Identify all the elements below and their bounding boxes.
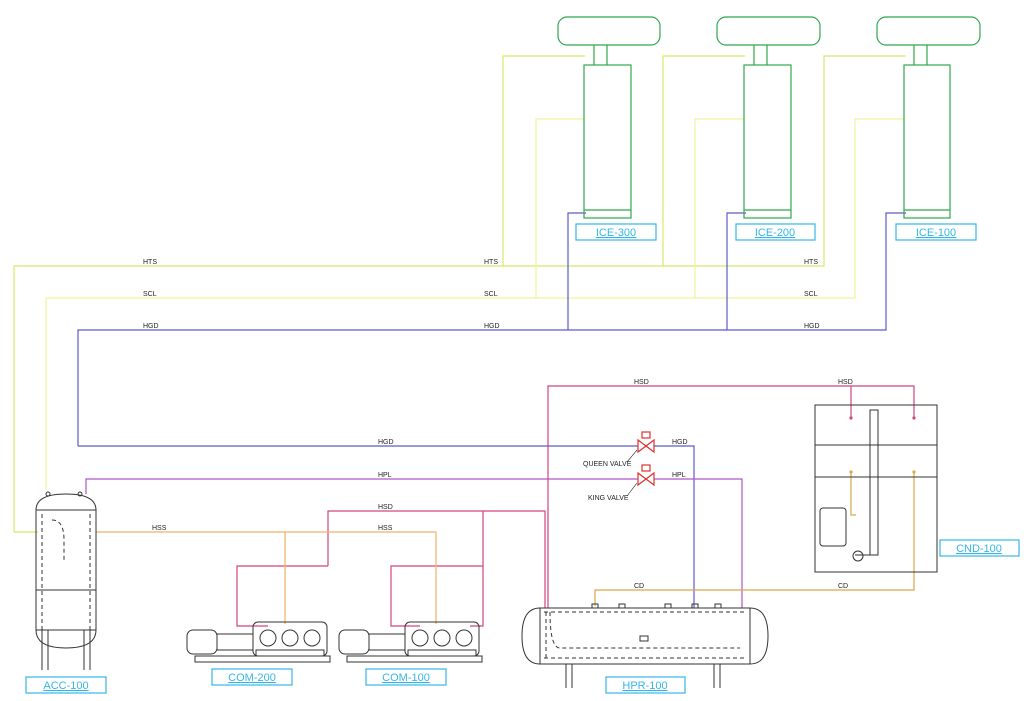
tag-ice-200-text: ICE-200 (755, 227, 795, 239)
pipe-network (13, 55, 915, 627)
pipe-hgd-branch-300 (567, 212, 586, 330)
hts-label: HTS (484, 259, 498, 266)
equipment-tags: ICE-300 ICE-200 ICE-100 ACC-100 COM-200 … (25, 223, 1020, 694)
king-valve[interactable] (626, 464, 655, 497)
ice-100-unit (876, 16, 981, 219)
pipe-cd-cnd (850, 472, 856, 516)
ice-200-column (743, 64, 792, 219)
ice-300-tank (557, 16, 661, 46)
tag-acc-100[interactable]: ACC-100 (25, 676, 107, 694)
tag-ice-100-text: ICE-100 (916, 227, 956, 239)
tag-ice-300-text: ICE-300 (596, 227, 636, 239)
pipe-cd (594, 472, 915, 606)
hgd-label: HGD (672, 439, 688, 446)
pipe-scl (45, 118, 904, 490)
hgd-label: HGD (484, 323, 500, 330)
pipe-hsd-top (547, 385, 915, 608)
cd-label: CD (634, 583, 644, 590)
hpr-100-receiver (521, 603, 769, 688)
hpl-label: HPL (378, 472, 392, 479)
scl-label: SCL (804, 291, 818, 298)
ice-100-column (903, 64, 951, 219)
hgd-label: HGD (143, 323, 159, 330)
tag-ice-200[interactable]: ICE-200 (735, 223, 816, 241)
tag-hpr-100-text: HPR-100 (622, 680, 667, 692)
hgd-label: HGD (378, 439, 394, 446)
pipe-hpl (85, 478, 743, 608)
cd-label: CD (838, 583, 848, 590)
pipe-hts-branch-300 (502, 55, 585, 266)
ice-300-column (583, 64, 632, 219)
tag-com-100-text: COM-100 (382, 672, 430, 684)
pipe-hts (13, 55, 906, 532)
ice-100-tank (876, 16, 981, 46)
pipe-hts-branch-200 (662, 55, 745, 266)
ice-200-unit (716, 16, 821, 219)
tag-acc-100-text: ACC-100 (43, 680, 88, 692)
pipe-scl-branch-200 (694, 118, 744, 298)
line-labels: HTS HTS HTS SCL SCL SCL HGD HGD HGD HSD … (143, 259, 853, 590)
hpl-label: HPL (672, 472, 686, 479)
pipe-scl-branch-300 (535, 118, 584, 298)
hts-label: HTS (804, 259, 818, 266)
hss-label: HSS (378, 525, 393, 532)
queen-valve-label: QUEEN VALVE (583, 461, 632, 468)
hsd-label: HSD (378, 504, 393, 511)
hss-label: HSS (152, 525, 167, 532)
ice-300-unit (557, 16, 661, 219)
pipe-hsd-compressors (327, 510, 546, 608)
hsd-label: HSD (838, 379, 853, 386)
queen-valve[interactable] (626, 431, 655, 463)
king-valve-label: KING VALVE (588, 495, 629, 502)
pipe-hsd-com100-out (470, 566, 484, 627)
tag-com-100[interactable]: COM-100 (365, 668, 447, 686)
scl-label: SCL (484, 291, 498, 298)
tag-ice-100[interactable]: ICE-100 (895, 223, 977, 241)
acc-100-vessel (35, 491, 97, 670)
pipe-hss (96, 531, 437, 624)
cnd-100-condenser (814, 404, 938, 573)
pipe-hgd-to-hpr (78, 445, 695, 608)
com-200-compressor (186, 621, 331, 663)
tag-com-200-text: COM-200 (228, 672, 276, 684)
hgd-label: HGD (804, 323, 820, 330)
tag-cnd-100[interactable]: CND-100 (939, 539, 1020, 557)
tag-hpr-100[interactable]: HPR-100 (605, 676, 686, 694)
pipe-hgd-branch-200 (726, 212, 746, 330)
pipe-hsd-com100 (390, 511, 484, 627)
hts-label: HTS (143, 259, 157, 266)
hsd-label: HSD (634, 379, 649, 386)
com-100-compressor (338, 621, 483, 663)
ice-200-tank (716, 16, 821, 46)
tag-cnd-100-text: CND-100 (956, 543, 1002, 555)
tag-com-200[interactable]: COM-200 (211, 668, 293, 686)
scl-label: SCL (143, 291, 157, 298)
pipe-hgd-top (77, 212, 906, 446)
tag-ice-300[interactable]: ICE-300 (575, 223, 657, 241)
pipe-hsd-com200 (236, 565, 328, 627)
